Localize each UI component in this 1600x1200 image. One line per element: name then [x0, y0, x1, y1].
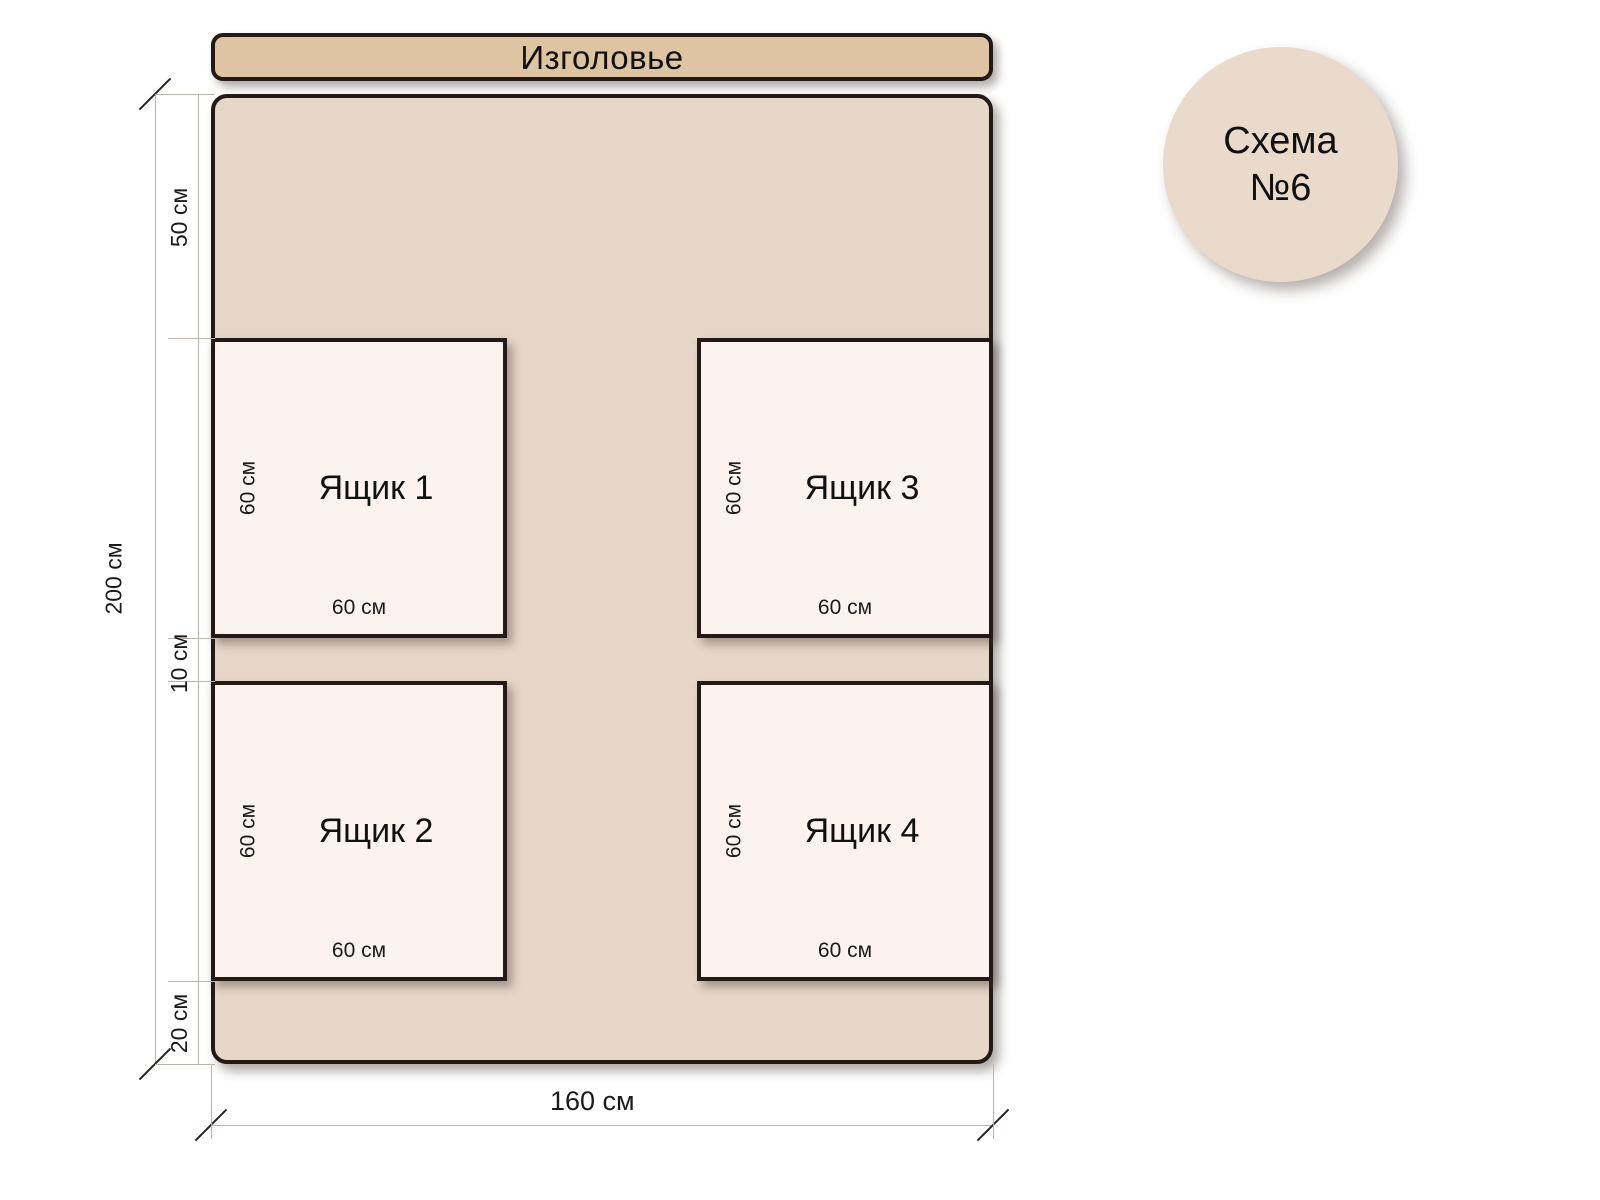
drawer-3-label: Ящик 3 — [804, 469, 920, 507]
top-gap-label: 50 см — [166, 187, 193, 248]
drawer-1-label: Ящик 1 — [318, 469, 434, 507]
drawer-3[interactable]: 60 см Ящик 3 60 см — [697, 338, 993, 638]
headboard-label: Изголовье — [520, 38, 684, 76]
overall-height-dimension-line — [155, 94, 156, 1064]
drawer-4-width-label: 60 см — [817, 939, 873, 962]
drawer-3-width-label: 60 см — [817, 596, 873, 619]
extension-line-drawer2-bottom — [168, 981, 215, 982]
scheme-badge-line-1: Схема — [1223, 119, 1338, 162]
extension-line-drawer2-top — [168, 681, 215, 682]
drawer-4[interactable]: 60 см Ящик 4 60 см — [697, 681, 993, 981]
drawer-2[interactable]: 60 см Ящик 2 60 см — [211, 681, 507, 981]
headboard-block: Изголовье — [211, 33, 993, 81]
drawer-2-label: Ящик 2 — [318, 812, 434, 850]
extension-line-bottom — [155, 1064, 215, 1065]
extension-line-drawer1-top — [168, 338, 215, 339]
extension-line-drawer1-bottom — [168, 638, 215, 639]
overall-height-label: 200 см — [100, 542, 127, 615]
width-extension-right — [993, 1064, 994, 1139]
drawer-1-width-label: 60 см — [331, 596, 387, 619]
scheme-badge-line-2: №6 — [1249, 166, 1312, 209]
overall-width-label: 160 см — [550, 1086, 635, 1116]
drawer-1[interactable]: 60 см Ящик 1 60 см — [211, 338, 507, 638]
bottom-gap-label: 20 см — [166, 993, 193, 1054]
extension-line-top — [155, 94, 215, 95]
scheme-badge: Схема №6 — [1163, 47, 1398, 282]
drawer-2-width-label: 60 см — [331, 939, 387, 962]
drawer-4-label: Ящик 4 — [804, 812, 920, 850]
overall-width-dimension-line — [211, 1125, 993, 1126]
middle-gap-label: 10 см — [166, 633, 193, 694]
width-extension-left — [211, 1064, 212, 1139]
segment-dimension-line — [198, 94, 199, 1064]
